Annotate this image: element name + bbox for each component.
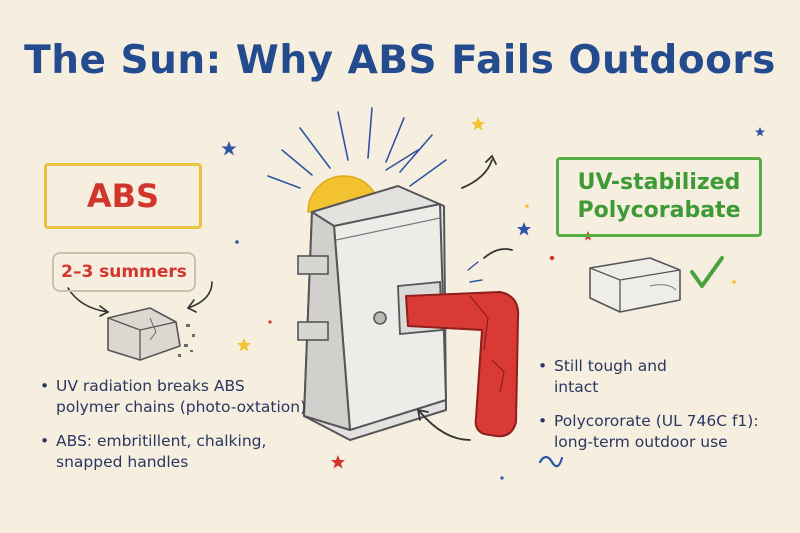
list-item: ABS: embritillent, chalking, snapped han… [40,431,330,473]
sun-rays [267,107,447,189]
duration-label-box: 2–3 summers [52,252,196,292]
abs-bullet-list: UV radiation breaks ABS polymer chains (… [40,376,330,486]
list-item: Still tough and intact [538,356,788,398]
arrow-icon [483,248,513,259]
arrow-icon [187,281,213,309]
abs-label-box: ABS [44,163,202,229]
mount-tab-bottom [297,321,329,341]
list-item: Polycororate (UL 746C f1): long-term out… [538,411,788,453]
star-icon [331,455,345,469]
arrow-icon [461,159,493,189]
squiggle-decoration [538,455,564,468]
abs-label: ABS [86,177,160,215]
screw-hole [373,311,387,325]
uv-label-box: UV-stabilized Polycorabate [556,157,762,237]
list-item: UV radiation breaks ABS polymer chains (… [40,376,330,418]
pc-bullet-list: Still tough and intact Polycororate (UL … [538,356,788,466]
star-icon [471,117,485,131]
mount-tab-top [297,255,329,275]
star-icon [755,127,765,137]
red-handle [405,291,520,438]
degraded-abs-block [107,307,181,361]
arrow-icon [419,411,471,441]
star-icon [517,222,531,236]
duration-label: 2–3 summers [61,262,187,282]
star-icon [221,141,237,156]
star-icon [237,338,251,352]
uv-label-line2: Polycorabate [577,198,741,223]
intact-pc-block [589,257,681,313]
uv-label-line1: UV-stabilized [577,170,741,195]
page-title: The Sun: Why ABS Fails Outdoors [24,38,776,83]
checkmark-icon [690,256,724,288]
